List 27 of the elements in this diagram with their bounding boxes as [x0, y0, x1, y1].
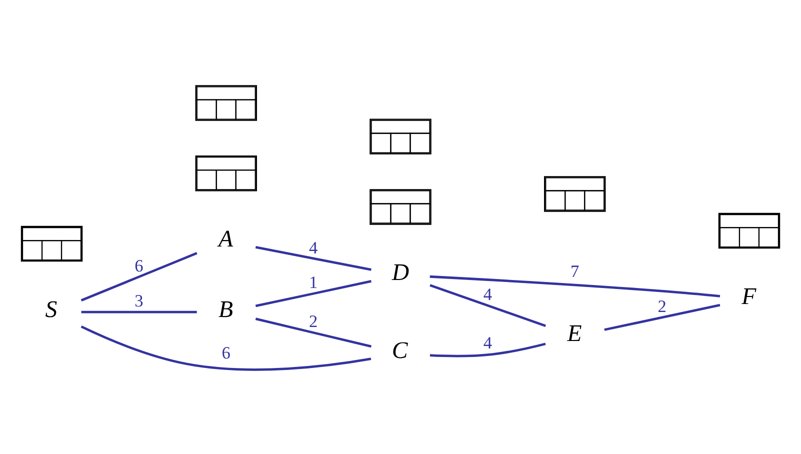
- edge-label: 6: [222, 343, 230, 362]
- node-text: B: [218, 297, 234, 323]
- node-text: F: [742, 284, 756, 310]
- connector: [430, 342, 546, 358]
- node-text: A: [218, 226, 234, 253]
- connector: [255, 280, 372, 308]
- edge-label: 4: [308, 238, 318, 258]
- connector: [430, 284, 546, 328]
- node-text: C: [392, 338, 408, 364]
- edge-label: 3: [134, 291, 144, 310]
- connector: [80, 252, 198, 302]
- connector: [430, 275, 720, 298]
- edge-label: 7: [570, 262, 580, 282]
- connector: [255, 318, 372, 348]
- connector: [81, 310, 197, 314]
- connector: [604, 304, 720, 331]
- edge-label: 1: [308, 272, 318, 292]
- node-text: S: [45, 297, 58, 323]
- edge-label: 2: [658, 296, 666, 316]
- connector: [80, 326, 372, 371]
- edge-label: 6: [134, 256, 144, 276]
- node-text: E: [567, 320, 582, 347]
- connector: [255, 246, 372, 271]
- edge-label: 4: [483, 334, 492, 353]
- node-text: D: [392, 260, 410, 286]
- edge-label: 2: [308, 312, 318, 331]
- edge-label: 4: [483, 284, 492, 304]
